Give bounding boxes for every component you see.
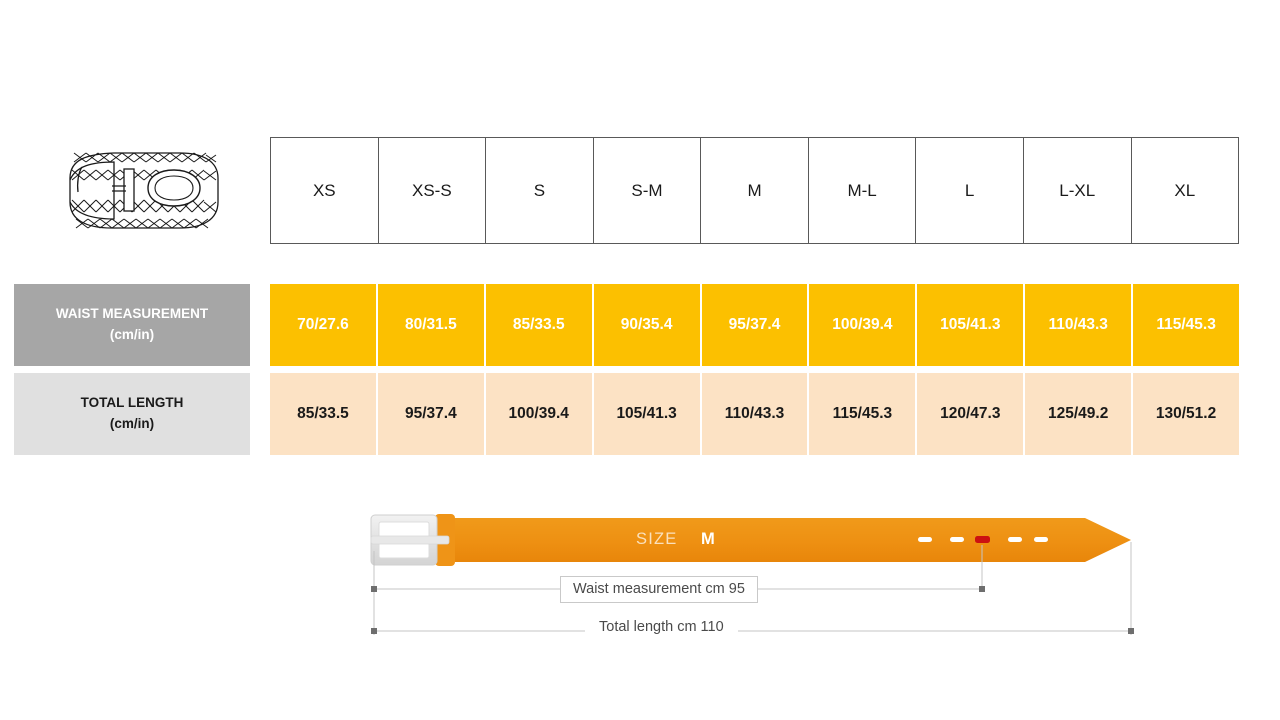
table-cell: 95/37.4 — [377, 373, 486, 455]
total-length-row: TOTAL LENGTH (cm/in) 85/33.5 95/37.4 100… — [14, 373, 1240, 455]
size-header-cell: XL — [1174, 180, 1196, 200]
table-cell: 105/41.3 — [917, 284, 1026, 366]
size-header-cell: XS — [271, 138, 379, 243]
table-cell: 115/45.3 — [809, 373, 918, 455]
table-cell: 80/31.5 — [377, 284, 486, 366]
table-cell: 90/35.4 — [593, 284, 702, 366]
table-cell: 130/51.2 — [1133, 373, 1240, 455]
row-label-unit: (cm/in) — [109, 416, 155, 431]
total-length-cells: 85/33.5 95/37.4 100/39.4 105/41.3 110/43… — [270, 373, 1240, 455]
total-length-label: TOTAL LENGTH (cm/in) — [14, 373, 250, 455]
belt-hole — [950, 537, 964, 542]
total-length-callout: Total length cm 110 — [585, 617, 738, 637]
table-cell: 85/33.5 — [485, 284, 594, 366]
table-cell: 100/39.4 — [485, 373, 594, 455]
size-header-cell: S-M — [594, 138, 702, 243]
table-cell: 110/43.3 — [1025, 284, 1134, 366]
waist-measurement-label: WAIST MEASUREMENT (cm/in) — [14, 284, 250, 366]
row-label-unit: (cm/in) — [109, 327, 155, 342]
belt-strap — [430, 518, 1131, 562]
size-header-cell: M — [701, 138, 809, 243]
belt-holes — [918, 536, 1048, 543]
table-cell: 85/33.5 — [270, 373, 378, 455]
table-cell: 125/49.2 — [1025, 373, 1134, 455]
belt-buckle — [370, 514, 450, 566]
size-header-cell: M-L — [809, 138, 917, 243]
waist-measurement-callout: Waist measurement cm 95 — [560, 576, 758, 603]
size-header-cell: L — [916, 138, 1024, 243]
table-cell: 110/43.3 — [701, 373, 810, 455]
table-cell: 95/37.4 — [701, 284, 810, 366]
table-cell: 105/41.3 — [593, 373, 702, 455]
table-cell: 115/45.3 — [1133, 284, 1240, 366]
belt-hole — [1008, 537, 1022, 542]
table-cell: 70/27.6 — [270, 284, 378, 366]
waist-measurement-row: WAIST MEASUREMENT (cm/in) 70/27.6 80/31.… — [14, 284, 1240, 366]
total-length-dimension-line — [371, 628, 1134, 634]
size-header-table: XS XS-S S S-M M M-L L L-XL XL — [270, 137, 1239, 244]
dimension-extension-lines — [373, 542, 1132, 635]
braided-belt-illustration — [52, 140, 232, 240]
belt-measurement-diagram — [0, 495, 1280, 655]
waist-measurement-cells: 70/27.6 80/31.5 85/33.5 90/35.4 95/37.4 … — [270, 284, 1240, 366]
belt-hole-active — [975, 536, 990, 543]
table-cell: 120/47.3 — [917, 373, 1026, 455]
size-header-cell: XS-S — [379, 138, 487, 243]
belt-hole — [918, 537, 932, 542]
row-label-main: WAIST MEASUREMENT — [55, 306, 209, 322]
table-cell: 100/39.4 — [809, 284, 918, 366]
belt-hole — [1034, 537, 1048, 542]
row-label-main: TOTAL LENGTH — [80, 395, 184, 411]
belt-size-prefix-label: SIZE — [636, 530, 678, 548]
belt-size-value: M — [701, 530, 715, 548]
size-header-cell: L-XL — [1024, 138, 1132, 243]
size-header-cell: S — [486, 138, 594, 243]
